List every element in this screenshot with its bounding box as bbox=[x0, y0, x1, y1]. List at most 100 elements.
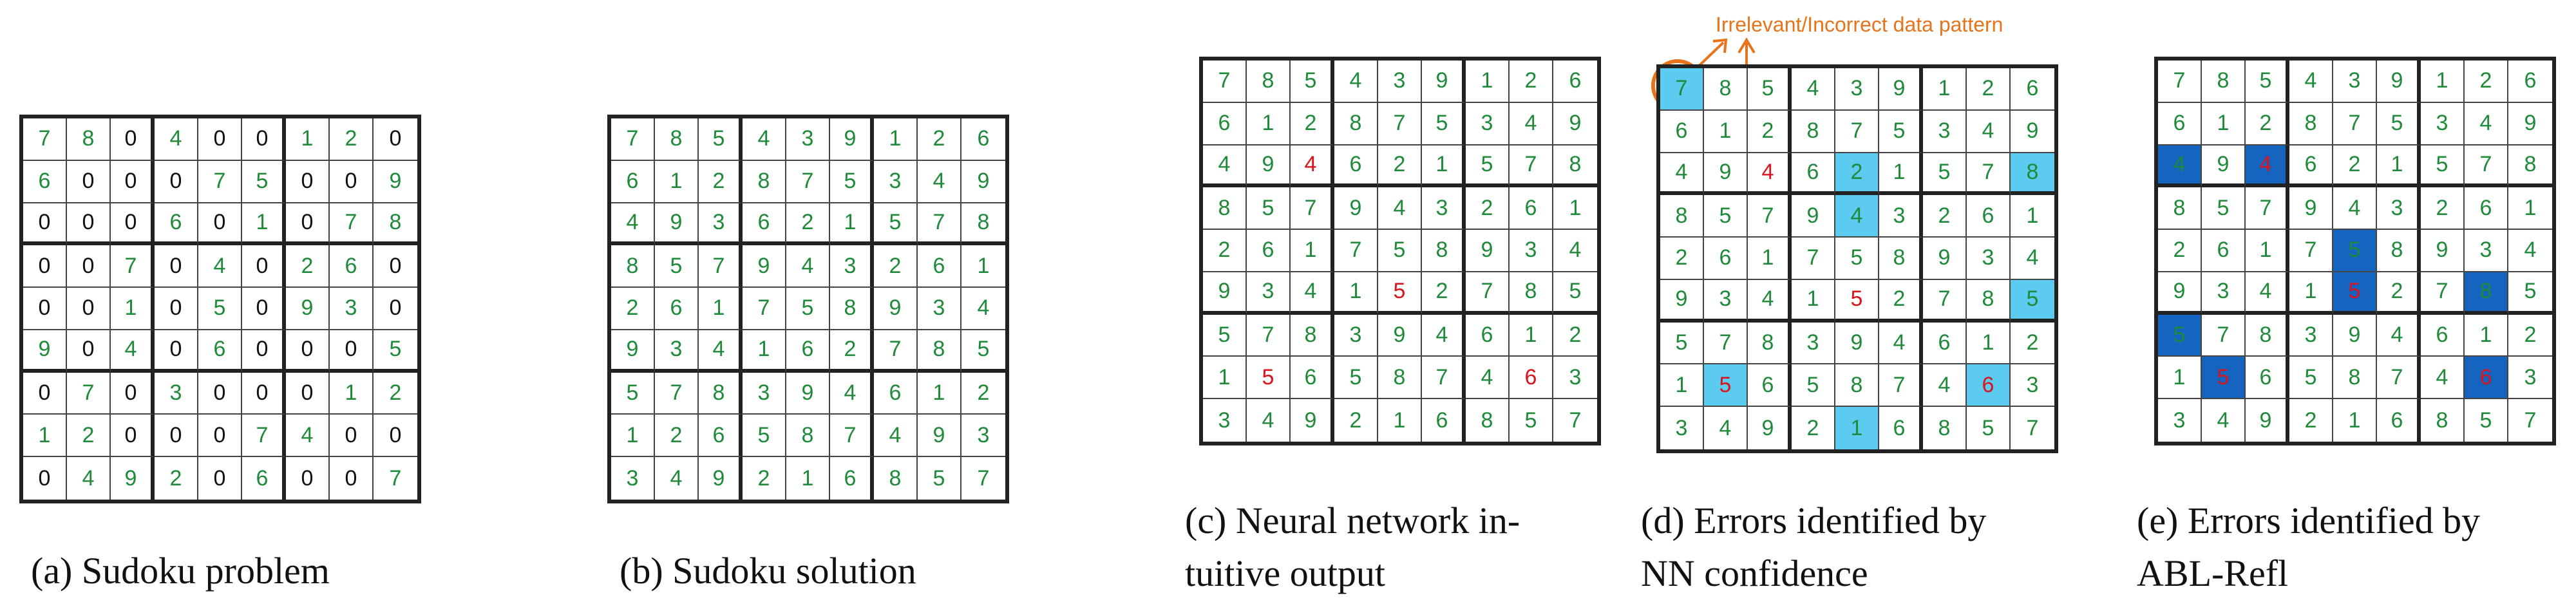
sudoku-cell: 8 bbox=[1792, 110, 1835, 153]
sudoku-cell: 0 bbox=[198, 118, 242, 161]
sudoku-cell: 4 bbox=[655, 457, 699, 500]
sudoku-cell: 9 bbox=[611, 330, 655, 373]
sudoku-cell: 0 bbox=[286, 372, 330, 415]
sudoku-cell: 0 bbox=[198, 457, 242, 500]
sudoku-cell: 6 bbox=[2508, 61, 2552, 103]
sudoku-cell: 1 bbox=[2421, 61, 2465, 103]
sudoku-cell: 9 bbox=[2377, 61, 2421, 103]
sudoku-cell: 0 bbox=[330, 457, 374, 500]
sudoku-cell: 0 bbox=[67, 203, 111, 246]
sudoku-cell: 7 bbox=[389, 465, 402, 491]
sudoku-cell: 1 bbox=[2377, 145, 2421, 188]
sudoku-cell: 7 bbox=[786, 160, 830, 203]
sudoku-cell: 0 bbox=[155, 288, 198, 330]
sudoku-cell: 7 bbox=[830, 415, 874, 458]
sudoku-cell: 5 bbox=[2465, 399, 2508, 442]
sudoku-cell: 2 bbox=[2377, 272, 2421, 315]
sudoku-cell: 5 bbox=[1835, 279, 1879, 323]
sudoku-cell: 8 bbox=[1660, 195, 1704, 238]
sudoku-cell: 9 bbox=[1291, 399, 1334, 442]
sudoku-cell: 4 bbox=[1291, 145, 1334, 188]
sudoku-cell: 7 bbox=[1569, 408, 1582, 433]
sudoku-cell: 5 bbox=[1792, 364, 1835, 408]
sudoku-cell: 2 bbox=[2246, 102, 2289, 145]
sudoku-cell: 0 bbox=[111, 160, 155, 203]
sudoku-cell: 1 bbox=[2158, 357, 2202, 400]
caption-line: ABL-Refl bbox=[2137, 552, 2289, 594]
sudoku-cell: 9 bbox=[2202, 145, 2246, 188]
sudoku-cell: 2 bbox=[1835, 153, 1879, 196]
sudoku-cell: 4 bbox=[1879, 322, 1923, 365]
sudoku-cell: 6 bbox=[1748, 364, 1792, 408]
sudoku-cell: 2 bbox=[2289, 399, 2333, 442]
sudoku-cell: 7 bbox=[1378, 102, 1422, 145]
sudoku-cell: 1 bbox=[743, 330, 786, 373]
sudoku-cell: 4 bbox=[699, 330, 743, 373]
sudoku-cell: 6 bbox=[330, 245, 374, 288]
sudoku-cell: 8 bbox=[2465, 272, 2508, 315]
sudoku-cell: 4 bbox=[1967, 110, 2011, 153]
sudoku-cell: 9 bbox=[1466, 230, 1510, 272]
sudoku-cell: 4 bbox=[2333, 187, 2377, 230]
sudoku-cell: 0 bbox=[286, 203, 330, 246]
sudoku-cell: 9 bbox=[918, 415, 961, 458]
sudoku-cell: 1 bbox=[1748, 238, 1792, 280]
sudoku-cell: 9 bbox=[2421, 230, 2465, 272]
panel-e-caption: (e) Errors identified by ABL-Refl bbox=[2137, 494, 2480, 600]
sudoku-cell: 0 bbox=[111, 118, 155, 161]
sudoku-cell: 7 bbox=[977, 465, 990, 491]
sudoku-cell: 9 bbox=[743, 245, 786, 288]
sudoku-cell: 4 bbox=[786, 245, 830, 288]
sudoku-cell: 1 bbox=[611, 415, 655, 458]
sudoku-cell: 0 bbox=[286, 160, 330, 203]
sudoku-cell: 6 bbox=[2421, 314, 2465, 357]
sudoku-cell: 1 bbox=[1792, 279, 1835, 323]
sudoku-cell: 4 bbox=[830, 372, 874, 415]
sudoku-cell: 7 bbox=[1967, 153, 2011, 196]
sudoku-cell: 8 bbox=[67, 118, 111, 161]
sudoku-cell: 6 bbox=[2465, 357, 2508, 400]
sudoku-cell: 5 bbox=[2421, 145, 2465, 188]
sudoku-cell: 3 bbox=[830, 245, 874, 288]
sudoku-cell: 7 bbox=[1422, 357, 1466, 400]
sudoku-cell: 5 bbox=[1203, 314, 1247, 357]
sudoku-cell: 9 bbox=[699, 457, 743, 500]
sudoku-cell: 8 bbox=[874, 457, 918, 500]
sudoku-cell: 1 bbox=[1247, 102, 1291, 145]
sudoku-cell: 1 bbox=[242, 203, 286, 246]
sudoku-cell: 3 bbox=[2011, 364, 2054, 408]
caption-line: (b) Sudoku solution bbox=[620, 550, 916, 592]
sudoku-cell: 1 bbox=[1422, 145, 1466, 188]
sudoku-cell: 3 bbox=[2289, 314, 2333, 357]
sudoku-cell: 9 bbox=[286, 288, 330, 330]
sudoku-cell: 0 bbox=[374, 288, 417, 330]
sudoku-cell: 5 bbox=[655, 245, 699, 288]
sudoku-cell: 1 bbox=[786, 457, 830, 500]
sudoku-cell: 0 bbox=[23, 203, 67, 246]
sudoku-cell: 6 bbox=[655, 288, 699, 330]
sudoku-cell: 9 bbox=[1378, 314, 1422, 357]
sudoku-cell: 5 bbox=[1378, 230, 1422, 272]
sudoku-cell: 1 bbox=[874, 118, 918, 161]
sudoku-cell: 0 bbox=[155, 160, 198, 203]
sudoku-cell: 2 bbox=[2158, 230, 2202, 272]
sudoku-cell: 8 bbox=[2508, 145, 2552, 188]
sudoku-cell: 3 bbox=[1923, 110, 1967, 153]
sudoku-cell: 2 bbox=[1291, 102, 1334, 145]
sudoku-cell: 5 bbox=[2011, 279, 2054, 323]
sudoku-cell: 9 bbox=[2246, 399, 2289, 442]
sudoku-cell: 7 bbox=[67, 372, 111, 415]
sudoku-cell: 1 bbox=[1923, 68, 1967, 111]
sudoku-cell: 0 bbox=[67, 245, 111, 288]
sudoku-cell: 5 bbox=[2289, 357, 2333, 400]
sudoku-cell: 2 bbox=[1792, 407, 1835, 449]
sudoku-cell: 2 bbox=[1660, 238, 1704, 280]
sudoku-cell: 8 bbox=[2011, 153, 2054, 196]
sudoku-cell: 3 bbox=[2333, 61, 2377, 103]
sudoku-cell: 9 bbox=[1792, 195, 1835, 238]
sudoku-cell: 0 bbox=[155, 330, 198, 373]
sudoku-cell: 2 bbox=[1510, 61, 1553, 103]
sudoku-cell: 9 bbox=[1247, 145, 1291, 188]
sudoku-cell: 3 bbox=[699, 203, 743, 246]
